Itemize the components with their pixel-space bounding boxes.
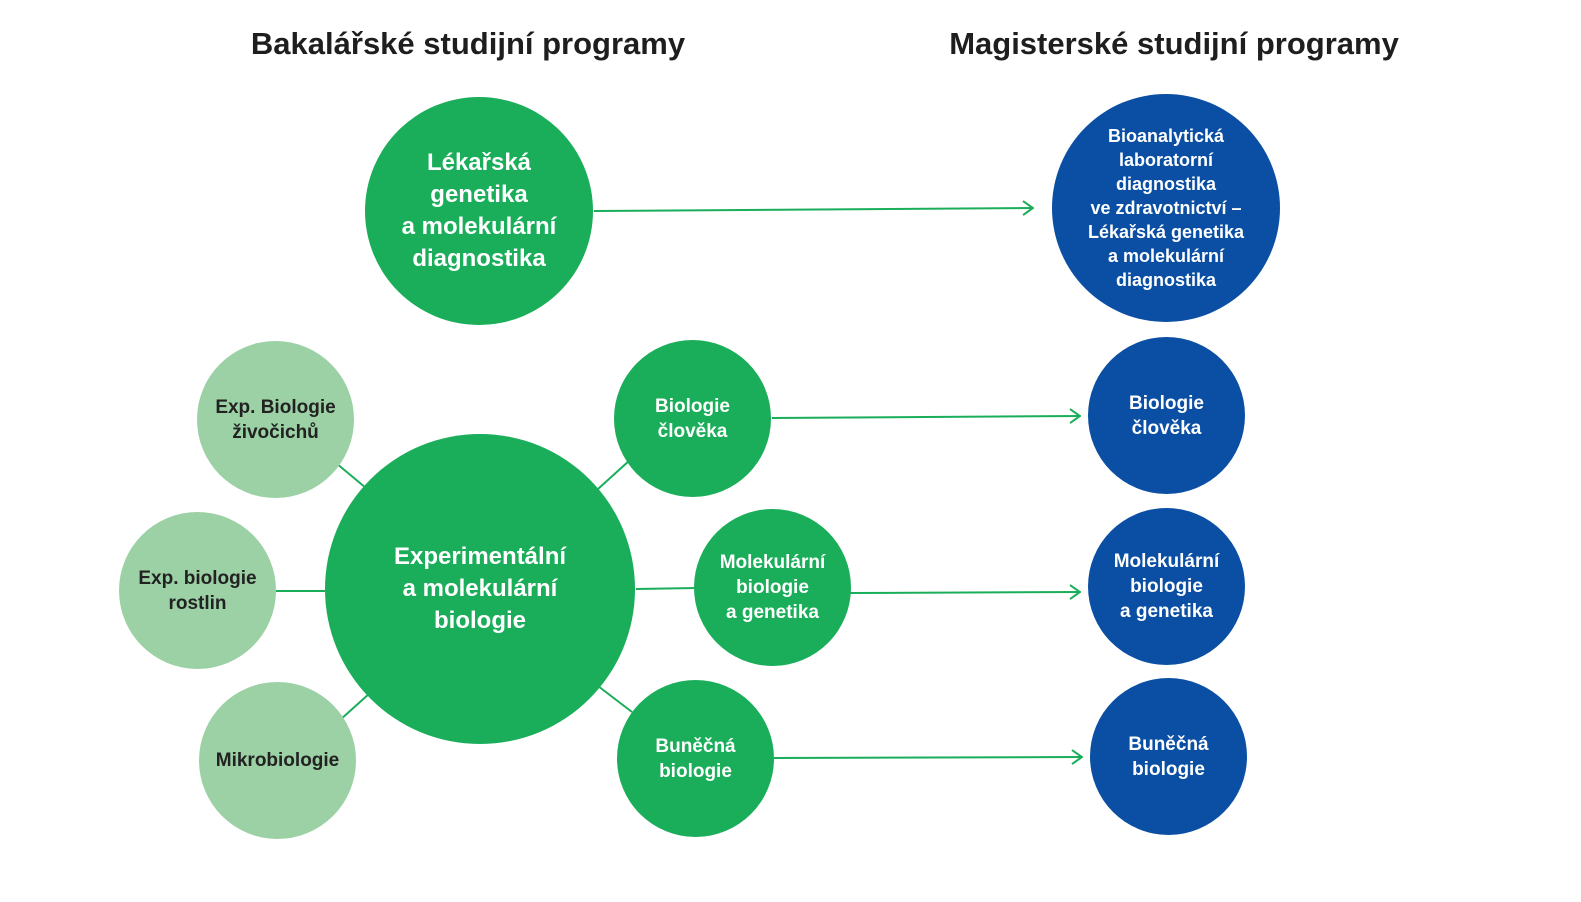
node-master-bioanalyticka: Bioanalytická laboratorní diagnostika ve… — [1052, 94, 1280, 322]
node-label: Lékařská genetika a molekulární diagnost… — [401, 149, 557, 272]
node-biologie-cloveka: Biologie člověka — [614, 340, 771, 497]
master-heading: Magisterské studijní programy — [949, 26, 1399, 61]
arrow-lekarska-genetika — [593, 208, 1033, 211]
node-label: Buněčná biologie — [1128, 733, 1209, 780]
node-master-biologie-cloveka: Biologie člověka — [1088, 337, 1245, 494]
connector-line-mikrobiologie — [339, 692, 371, 721]
node-label: Mikrobiologie — [215, 750, 340, 771]
arrow-biologie-cloveka — [771, 416, 1080, 418]
node-label: Exp. biologie rostlin — [138, 567, 257, 614]
node-molekularni-biologie: Molekulární biologie a genetika — [694, 509, 851, 666]
node-label: Biologie člověka — [1129, 392, 1204, 439]
connector-line-zivocichu — [335, 462, 367, 489]
node-master-bunecna: Buněčná biologie — [1090, 678, 1247, 835]
node-master-molekularni: Molekulární biologie a genetika — [1088, 508, 1245, 665]
arrow-bunecna — [773, 757, 1082, 758]
node-mikrobiologie: Mikrobiologie — [199, 682, 356, 839]
node-label: Biologie člověka — [655, 395, 730, 442]
node-experimentalni-biologie: Experimentální a molekulární biologie — [325, 434, 635, 744]
connector-line-molekularni — [635, 587, 698, 590]
node-label: Molekulární biologie a genetika — [719, 552, 826, 623]
arrow-molekularni — [849, 592, 1080, 593]
node-label: Molekulární biologie a genetika — [1113, 551, 1220, 622]
node-label: Bioanalytická laboratorní diagnostika ve… — [1087, 126, 1245, 290]
node-exp-biologie-zivocichu: Exp. Biologie živočichů — [197, 341, 354, 498]
node-exp-biologie-rostlin: Exp. biologie rostlin — [119, 512, 276, 669]
connector-line-bunecna — [597, 685, 633, 713]
node-label: Buněčná biologie — [655, 735, 736, 782]
bachelor-heading: Bakalářské studijní programy — [250, 26, 686, 61]
node-label: Exp. Biologie živočichů — [215, 396, 336, 443]
node-label: Experimentální a molekulární biologie — [393, 543, 567, 634]
connector-line-biologie-cloveka — [597, 459, 631, 490]
node-bunecna-biologie: Buněčná biologie — [617, 680, 774, 837]
node-lekarska-genetika: Lékařská genetika a molekulární diagnost… — [365, 97, 593, 325]
